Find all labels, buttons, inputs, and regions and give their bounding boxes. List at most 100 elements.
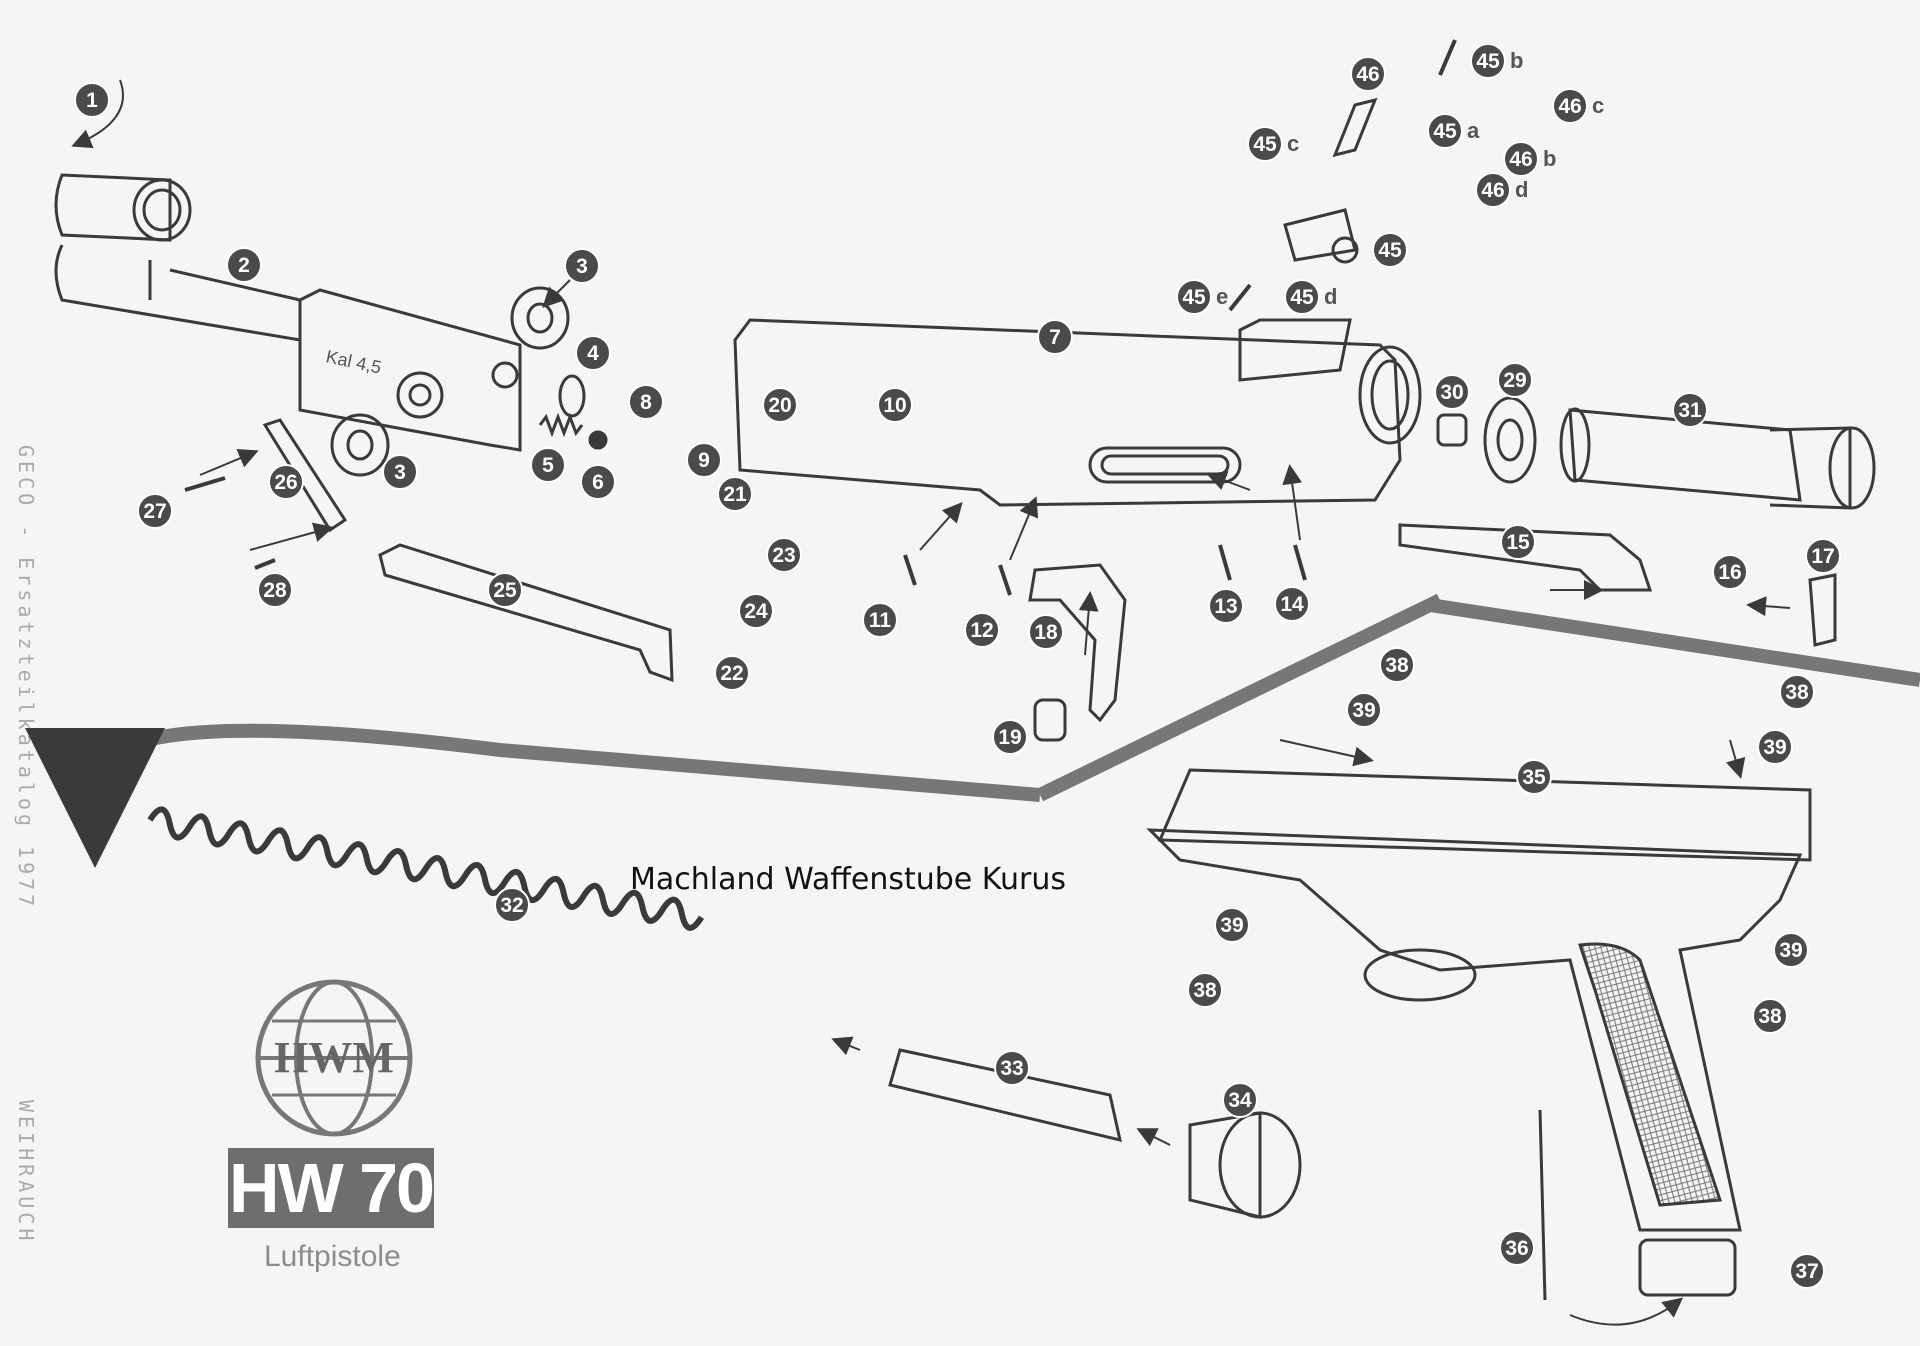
callout-45: 45 [1372, 232, 1408, 268]
callout-15: 15 [1500, 524, 1536, 560]
callout-label: 12 [970, 619, 993, 642]
barrel-part [54, 173, 302, 342]
callout-suffix: c [1592, 93, 1604, 118]
logo-text: HWM [274, 1033, 394, 1082]
callout-8: 8 [628, 384, 664, 420]
assembly-arrow [1036, 593, 1444, 802]
callout-38d: 38 [1752, 998, 1788, 1034]
receiver-part [733, 318, 1422, 507]
callout-21: 21 [717, 476, 753, 512]
callout-38c: 38 [1187, 972, 1223, 1008]
callout-suffix: a [1467, 118, 1480, 143]
callout-10: 10 [877, 387, 913, 423]
washer-part [510, 286, 570, 350]
callout-suffix: d [1515, 177, 1528, 202]
callout-label: 32 [500, 894, 523, 917]
manufacturer-side-text: WEIHRAUCH [14, 1100, 38, 1245]
callout-label: 19 [998, 726, 1021, 749]
callout-24: 24 [738, 593, 774, 629]
callout-23: 23 [766, 537, 802, 573]
callout-9: 9 [686, 442, 722, 478]
callout-label: 16 [1718, 561, 1741, 584]
piston-part [1559, 407, 1876, 510]
callout-7: 7 [1037, 319, 1073, 355]
callout-30: 30 [1434, 374, 1470, 410]
callout-11: 11 [862, 602, 898, 638]
callout-22: 22 [714, 655, 750, 691]
seal-screw-part [1436, 413, 1468, 447]
callout-13: 13 [1208, 588, 1244, 624]
callout-label: 17 [1811, 545, 1834, 568]
callout-label: 38 [1193, 979, 1217, 1002]
callout-label: 45 [1290, 286, 1314, 309]
cocking-lever-part [378, 543, 674, 683]
callout-label: 21 [723, 483, 747, 506]
callout-label: 45 [1476, 50, 1500, 73]
callout-14: 14 [1274, 586, 1310, 622]
callout-31: 31 [1672, 392, 1708, 428]
callout-46c: 46 c [1552, 88, 1604, 124]
spring-guide-part [888, 1048, 1122, 1143]
callout-suffix: b [1510, 48, 1523, 73]
callout-34: 34 [1222, 1082, 1258, 1118]
callout-20: 20 [762, 387, 798, 423]
callout-28: 28 [257, 572, 293, 608]
callout-label: 46 [1509, 148, 1532, 171]
callout-label: 46 [1481, 179, 1504, 202]
callout-label: 13 [1214, 595, 1237, 618]
callout-label: 31 [1678, 399, 1702, 422]
callout-17: 17 [1805, 538, 1841, 574]
callout-12: 12 [964, 612, 1000, 648]
hwm-globe-logo: HWM [255, 979, 413, 1137]
callout-label: 24 [744, 600, 768, 623]
callout-37: 37 [1789, 1253, 1825, 1289]
callout-3b: 3 [382, 454, 418, 490]
callout-label: 25 [493, 579, 517, 602]
callout-3: 3 [564, 248, 600, 284]
safety-catch-part [1808, 573, 1837, 647]
callout-label: 4 [587, 342, 599, 365]
seal-ring-part [558, 374, 586, 418]
callout-label: 36 [1505, 1237, 1528, 1260]
small-spring-part [538, 412, 584, 438]
callout-35: 35 [1516, 759, 1552, 795]
grip-frame-part [1146, 768, 1812, 1232]
callout-26: 26 [268, 464, 304, 500]
callout-label: 46 [1558, 95, 1581, 118]
callout-label: 38 [1385, 654, 1409, 677]
callout-label: 1 [86, 89, 98, 112]
callout-label: 6 [592, 471, 604, 494]
callout-label: 30 [1440, 381, 1463, 404]
callout-19: 19 [992, 719, 1028, 755]
wood-screw-part [1538, 1109, 1547, 1301]
callout-label: 45 [1378, 239, 1402, 262]
ball-part [588, 430, 608, 450]
callout-label: 3 [576, 255, 588, 278]
model-title: HW 70 [228, 1148, 435, 1228]
callout-label: 38 [1758, 1005, 1782, 1028]
callout-label: 20 [768, 394, 791, 417]
callout-label: 38 [1785, 681, 1809, 704]
callout-label: 37 [1795, 1260, 1818, 1283]
callout-label: 33 [1000, 1057, 1023, 1080]
callout-label: 26 [274, 471, 297, 494]
rear-sight-part [1283, 97, 1378, 264]
callout-label: 45 [1253, 133, 1277, 156]
callout-39c: 39 [1214, 907, 1250, 943]
callout-46d: 46 d [1475, 172, 1528, 208]
callout-39d: 39 [1773, 932, 1809, 968]
callout-label: 8 [640, 391, 652, 414]
trigger-block-part [1033, 698, 1067, 742]
callout-suffix: d [1324, 284, 1337, 309]
callout-label: 11 [869, 609, 892, 632]
callout-label: 7 [1049, 326, 1061, 349]
base-plate-part [1638, 1238, 1737, 1297]
callout-4: 4 [575, 335, 611, 371]
callout-label: 39 [1352, 699, 1375, 722]
callout-label: 45 [1182, 286, 1206, 309]
